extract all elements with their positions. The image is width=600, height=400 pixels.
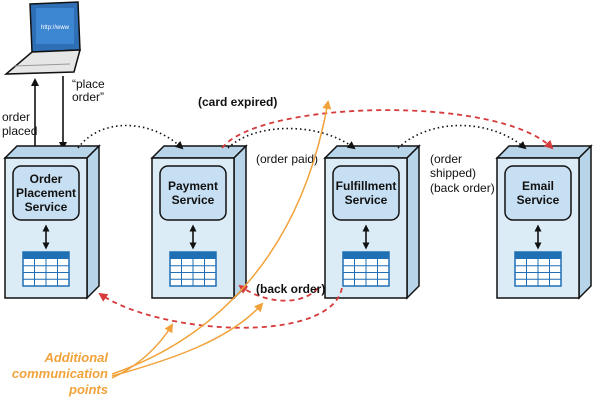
service-label-order-placement: Order <box>30 172 63 186</box>
order-paid-label: (order paid) <box>256 152 318 166</box>
laptop-icon: http://www <box>3 1 81 75</box>
orange-arrow-back-order-long <box>111 323 174 379</box>
service-label-fulfillment: Fulfillment <box>336 179 397 193</box>
database-table-icon <box>342 251 390 287</box>
service-pill-fulfillment <box>332 165 400 221</box>
orange-arrow-back-order <box>111 302 264 377</box>
card-expired-label: (card expired) <box>198 95 277 109</box>
service-label-payment: Payment <box>168 179 218 193</box>
additional-label-1: Additional <box>43 350 108 365</box>
order-placed-label-1: order <box>2 110 30 124</box>
service-label-fulfillment: Service <box>345 193 388 207</box>
orange-arrow-card-expired <box>111 100 332 375</box>
service-label-payment: Service <box>172 193 215 207</box>
back-order-label: (back order) <box>256 282 325 296</box>
service-label-order-placement: Service <box>25 200 68 214</box>
order-shipped-label-1: (order <box>430 152 462 166</box>
additional-label-3: points <box>68 382 108 397</box>
back-order-arrow-long <box>98 287 343 329</box>
additional-label-2: communication <box>12 366 108 381</box>
service-pill-payment <box>159 165 227 221</box>
order-placed-event-arrow <box>77 124 184 150</box>
laptop-url-text: http://www <box>41 25 70 31</box>
order-shipped-label-3: (back order) <box>430 181 495 195</box>
back-order-arrow-short <box>238 284 319 302</box>
database-table-icon <box>22 251 70 287</box>
place-order-label-2: order” <box>72 90 104 104</box>
place-order-label-1: “place <box>72 77 105 91</box>
order-shipped-event-arrow <box>397 124 527 150</box>
service-pill-email <box>504 165 572 221</box>
database-table-icon <box>514 251 562 287</box>
service-label-order-placement: Placement <box>16 186 76 200</box>
service-label-email: Service <box>517 193 560 207</box>
card-expired-arrow <box>221 109 554 150</box>
order-placed-label-2: placed <box>2 124 37 138</box>
order-shipped-label-2: shipped) <box>430 166 476 180</box>
service-pill-order-placement <box>12 165 80 221</box>
database-table-icon <box>169 251 217 287</box>
service-label-email: Email <box>522 179 554 193</box>
